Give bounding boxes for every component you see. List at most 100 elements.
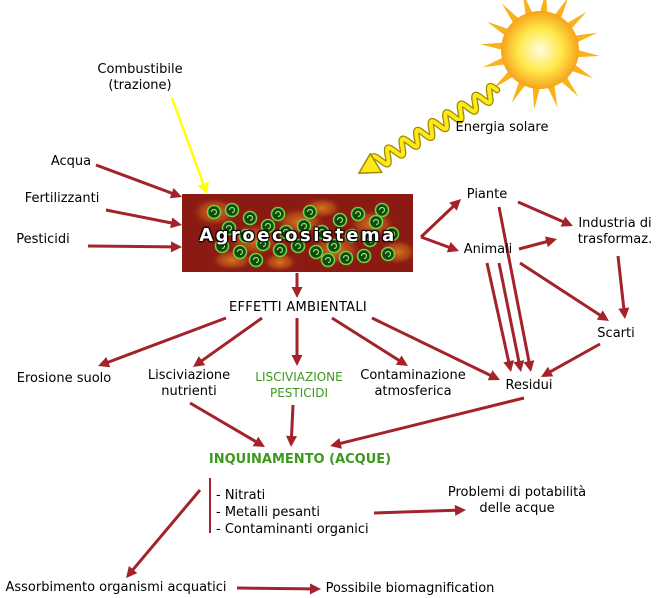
- green-cell: [368, 214, 384, 230]
- green-cell: [320, 252, 336, 268]
- green-cell: [260, 218, 276, 234]
- waste-label: Scarti: [597, 326, 635, 341]
- green-cell-swirl: [264, 222, 272, 230]
- fertilizers-label: Fertilizzanti: [24, 191, 100, 206]
- arrow-shaft: [331, 316, 401, 362]
- green-cell-swirl: [360, 252, 368, 260]
- industry-label-line1: Industria di: [578, 216, 652, 231]
- green-cell-ring: [308, 244, 324, 260]
- green-cell-ring: [260, 218, 276, 234]
- arrow-head: [309, 583, 321, 595]
- residues-label: Residui: [505, 378, 553, 393]
- green-cell-ring: [338, 250, 354, 266]
- green-cell-ring: [278, 224, 294, 240]
- green-cell-ring: [238, 228, 254, 244]
- arrow-shaft: [106, 316, 227, 364]
- green-cell-ring: [270, 206, 286, 222]
- solar-wave-body: [370, 84, 499, 167]
- arrow-animali-to-industria: [518, 236, 557, 251]
- air-contamination-line1: Contaminazione: [360, 368, 466, 383]
- arrow-lisciviazione-pesticidi-to-inquinamento: [286, 404, 297, 447]
- pesticide-leaching-label: LISCIVIAZIONE PESTICIDI: [255, 369, 342, 401]
- sun-ray: [511, 79, 527, 103]
- arrow-piante-to-industria: [517, 200, 573, 227]
- green-cell: [338, 250, 354, 266]
- green-cell-swirl: [246, 214, 254, 222]
- green-cell-swirl: [274, 210, 282, 218]
- arrow-shaft: [616, 255, 626, 310]
- arrows-layer: [87, 97, 630, 595]
- arrow-shaft: [95, 163, 174, 195]
- green-cell-ring: [314, 224, 330, 240]
- sun-icon: [480, 0, 600, 110]
- agroecosistema-node: [182, 194, 413, 272]
- arrow-shaft: [371, 316, 492, 377]
- arrow-animali-to-scarti: [519, 261, 609, 321]
- green-cell-ring: [302, 204, 318, 220]
- green-cell-swirl: [330, 242, 338, 250]
- arrow-shaft: [339, 396, 525, 446]
- arrow-head: [170, 241, 182, 253]
- pollutant-item: - Metalli pesanti: [216, 505, 321, 520]
- green-cell-swirl: [378, 206, 386, 214]
- green-cell: [242, 210, 258, 226]
- green-cell-swirl: [384, 250, 392, 258]
- green-cell: [206, 204, 222, 220]
- arrow-head: [513, 360, 525, 372]
- green-cell-swirl: [225, 224, 233, 232]
- arrow-shaft: [200, 316, 263, 363]
- green-cell-ring: [224, 202, 240, 218]
- potability-line1: Problemi di potabilità: [447, 485, 587, 500]
- green-cell-swirl: [388, 230, 396, 238]
- industry-label-line2: trasformaz.: [577, 232, 653, 247]
- green-cell-swirl: [312, 248, 320, 256]
- arrow-head: [193, 356, 206, 367]
- solar-energy-arrow: [358, 82, 501, 175]
- biomagnification-label: Possibile biomagnification: [325, 581, 495, 596]
- green-cell: [314, 224, 330, 240]
- green-cell-ring: [255, 236, 271, 252]
- sun-ray: [546, 83, 558, 108]
- arrow-shaft: [419, 204, 455, 239]
- arrow-head: [449, 199, 461, 211]
- arrow-assorbimento-to-biomagnification: [236, 583, 321, 595]
- arrow-head: [503, 360, 514, 372]
- green-cell-swirl: [210, 208, 218, 216]
- green-cell-swirl: [218, 242, 226, 250]
- animals-label: Animali: [463, 242, 513, 257]
- green-cell-swirl: [306, 208, 314, 216]
- green-cell: [278, 224, 294, 240]
- arrow-shaft: [236, 586, 312, 591]
- green-cell-swirl: [366, 236, 374, 244]
- arrow-head: [545, 236, 557, 248]
- green-cell-swirl: [228, 206, 236, 214]
- arrow-shaft: [131, 489, 202, 572]
- pesticides-label: Pesticidi: [16, 232, 70, 247]
- erosion-label: Erosione suolo: [16, 371, 112, 386]
- arrow-inquinamento-to-assorbimento: [126, 489, 202, 578]
- green-cell: [296, 218, 312, 234]
- arrow-piante-to-residui: [497, 206, 535, 372]
- arrow-head: [560, 216, 573, 227]
- pesticide-leaching-line1: LISCIVIAZIONE: [255, 370, 343, 384]
- arrow-lisciviazione-nutrienti-to-inquinamento: [189, 401, 265, 447]
- arrow-industria-to-scarti: [616, 255, 630, 319]
- green-cell: [326, 238, 342, 254]
- arrow-head: [170, 217, 182, 229]
- green-cell-ring: [350, 206, 366, 222]
- green-cell: [290, 238, 306, 254]
- green-cell-swirl: [372, 218, 380, 226]
- green-cell: [344, 228, 360, 244]
- green-cell: [232, 244, 248, 260]
- arrow-agroecosistema-to-animali: [420, 235, 459, 253]
- green-cell-ring: [221, 220, 237, 236]
- green-cell-ring: [320, 252, 336, 268]
- green-cell-swirl: [354, 210, 362, 218]
- green-cell-swirl: [294, 242, 302, 250]
- arrow-head: [454, 504, 466, 516]
- air-contamination-line2: atmosferica: [374, 384, 452, 399]
- fuel-label-line1: Combustibile: [97, 62, 183, 77]
- green-cell: [384, 226, 400, 242]
- pollution-title: INQUINAMENTO (ACQUE): [208, 452, 392, 467]
- absorption-label: Assorbimento organismi acquatici: [5, 580, 227, 595]
